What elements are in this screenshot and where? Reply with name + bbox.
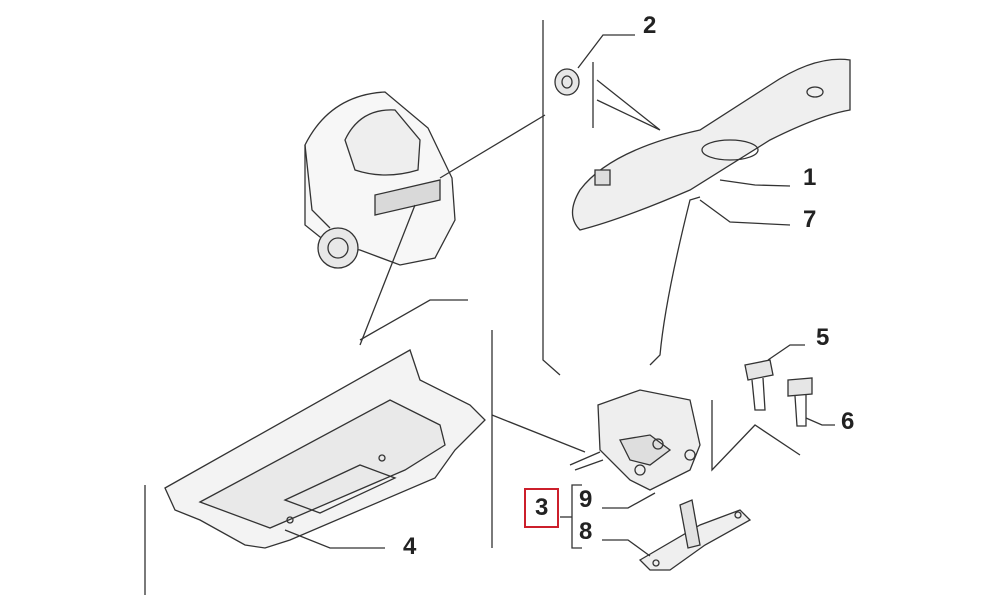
frame-bolts — [711, 400, 801, 472]
section-frame-mid — [359, 299, 468, 341]
bolt-6 — [787, 377, 813, 427]
car-rear-sketch — [304, 91, 456, 269]
callout-1: 1 — [803, 164, 817, 191]
bolt-5 — [744, 359, 774, 411]
trunk-tray — [164, 349, 486, 549]
leader-9 — [602, 492, 656, 509]
callout-7: 7 — [803, 206, 817, 233]
tailgate-handle — [571, 58, 851, 231]
callout-3-highlighted: 3 — [524, 488, 560, 528]
callout-5: 5 — [816, 324, 830, 351]
leader-car-tray — [359, 204, 416, 346]
callout-6: 6 — [841, 408, 855, 435]
callout-9: 9 — [579, 486, 593, 513]
leader-6 — [805, 417, 835, 426]
striker-plate — [638, 499, 752, 571]
callout-2: 2 — [643, 12, 657, 39]
release-rod — [649, 196, 701, 366]
leader-car-handle — [439, 114, 546, 179]
leader-8 — [602, 539, 651, 557]
grommet — [554, 68, 580, 96]
callout-8: 8 — [579, 518, 593, 545]
leader-2 — [577, 34, 635, 69]
leader-1 — [719, 179, 791, 187]
leader-grommet-handle — [596, 79, 661, 131]
section-frame-upper — [542, 20, 561, 376]
callout-4: 4 — [403, 533, 417, 560]
leader-4 — [284, 529, 385, 549]
leader-lock-frame — [491, 414, 586, 453]
leader-5 — [767, 344, 805, 361]
tailgate-lock — [569, 389, 701, 491]
leader-7 — [699, 199, 791, 226]
